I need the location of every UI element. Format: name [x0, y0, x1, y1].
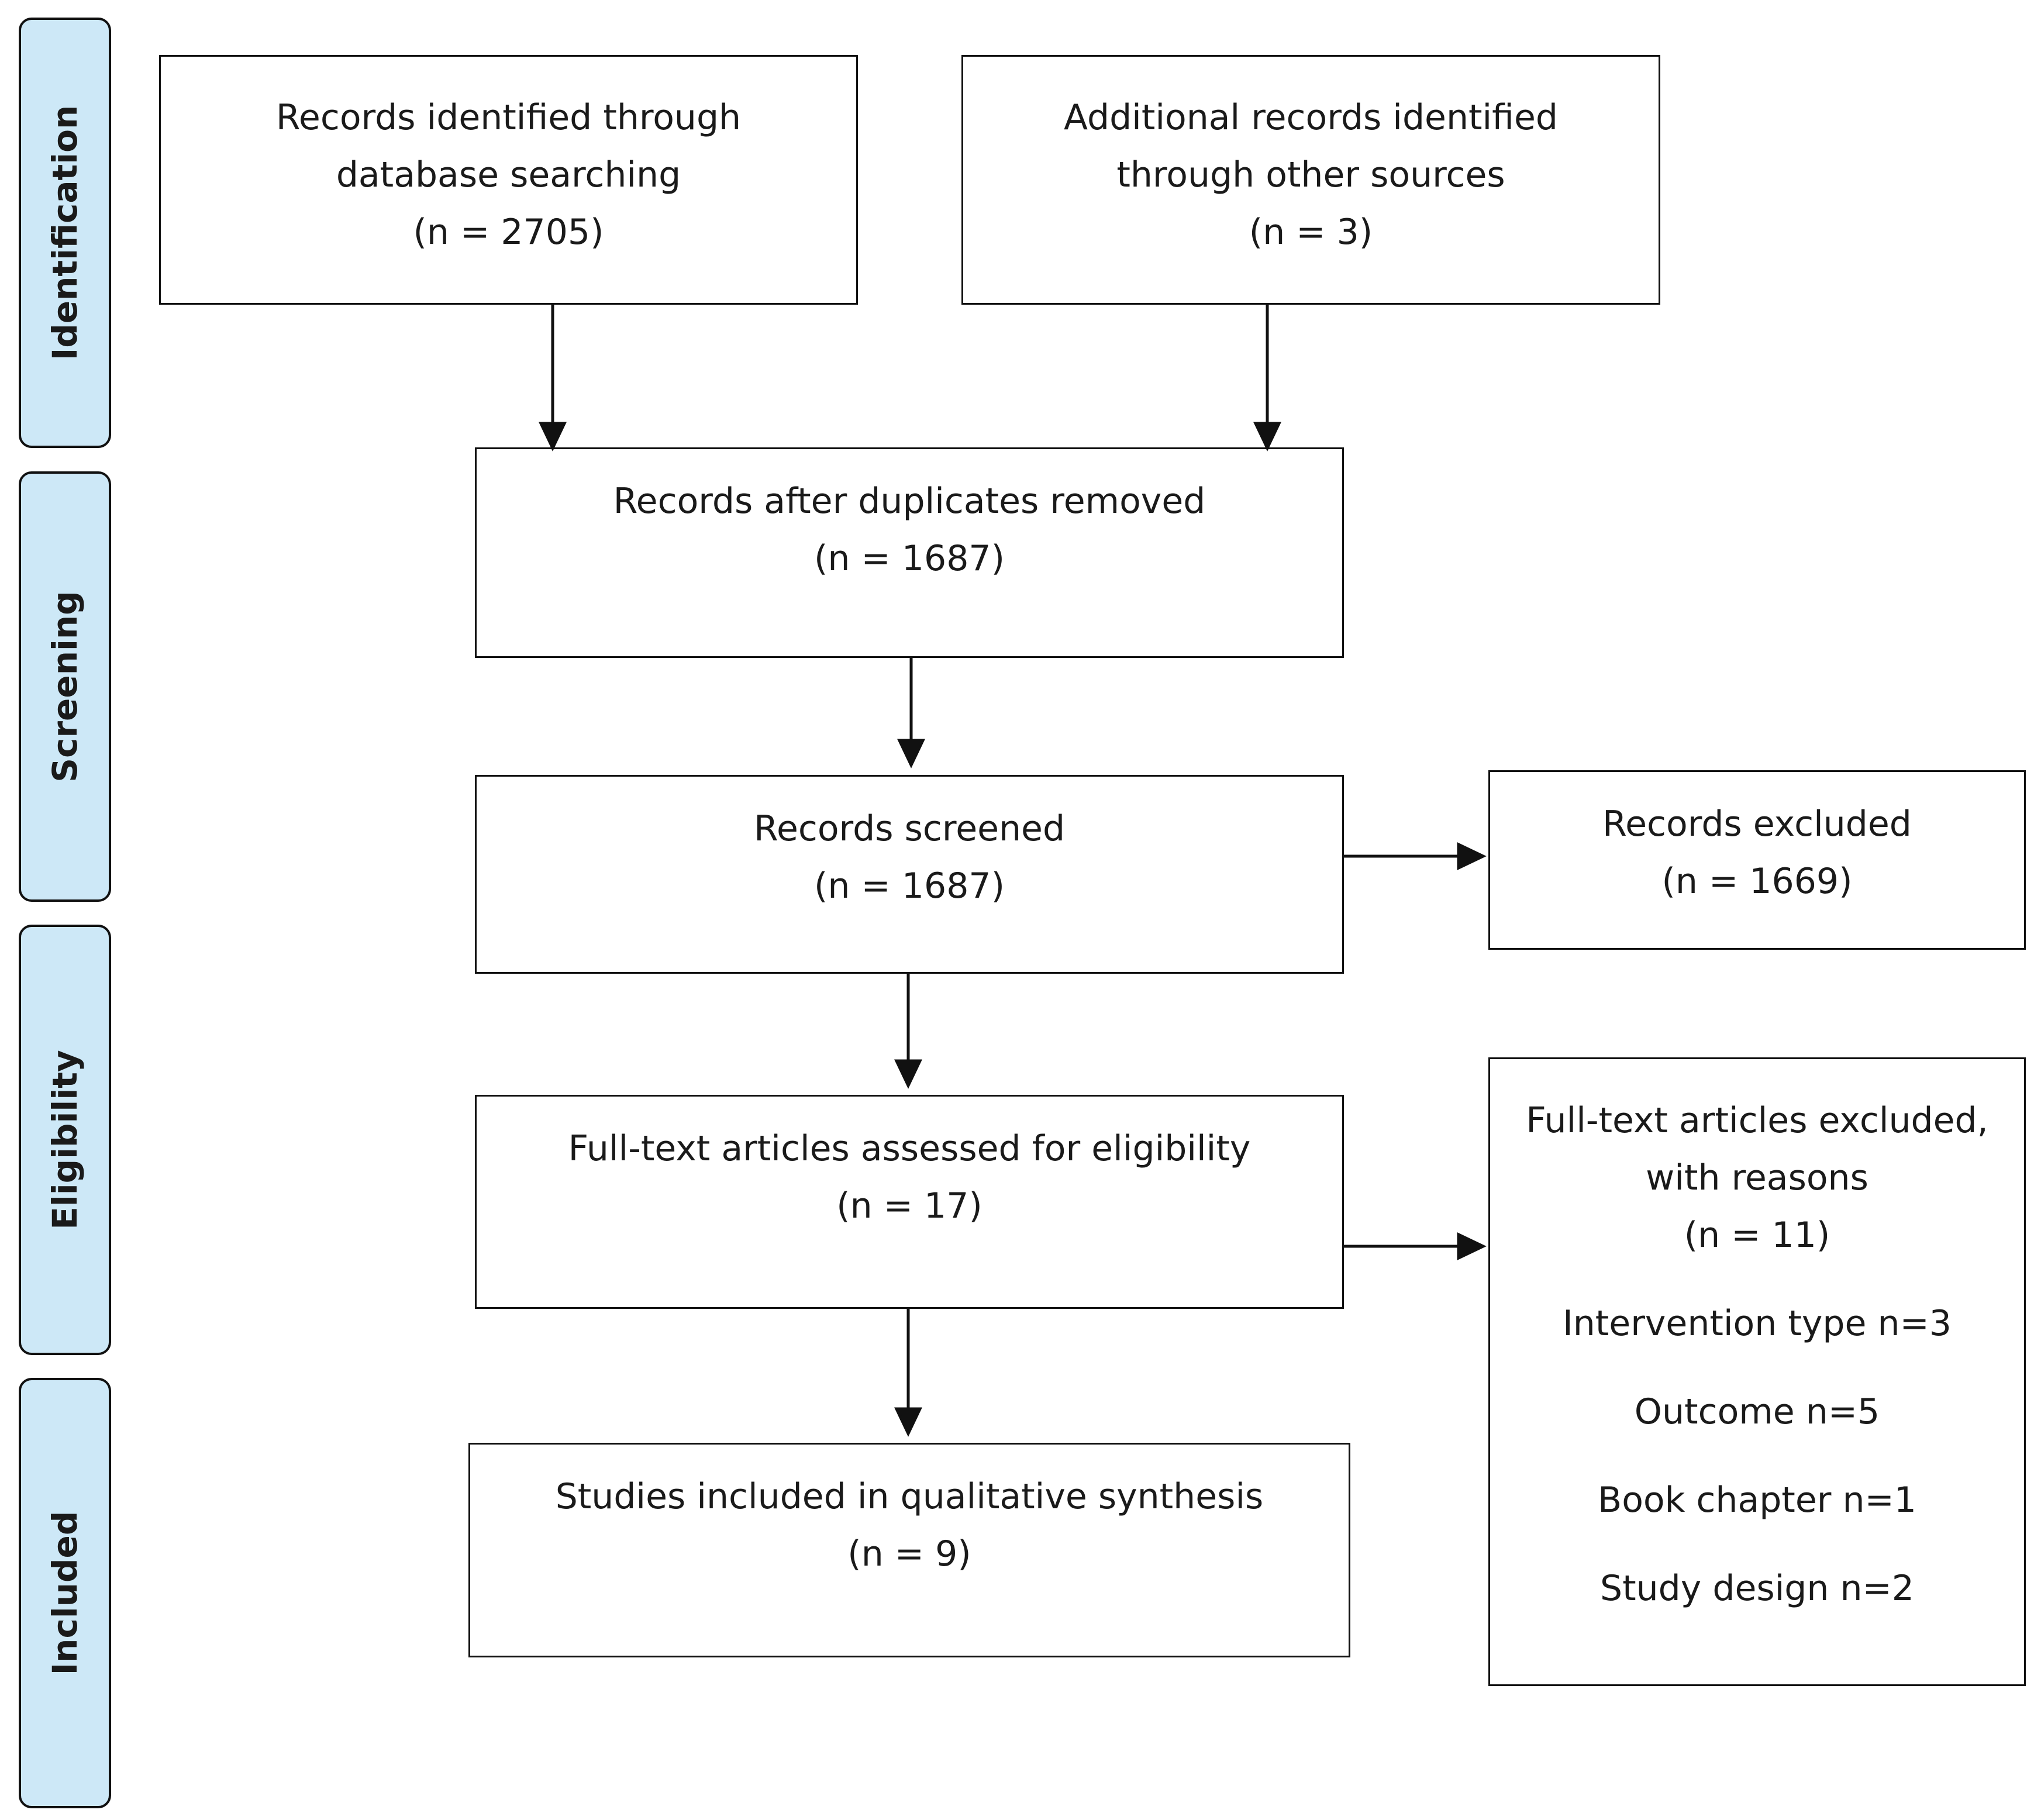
full-text-excluded-line2: with reasons — [1646, 1157, 1868, 1198]
phase-screening: Screening — [19, 471, 111, 902]
after-duplicates-box: Records after duplicates removed (n = 16… — [475, 447, 1344, 658]
database-records-box: Records identified through database sear… — [159, 55, 858, 305]
included-studies-line1: Studies included in qualitative synthesi… — [555, 1476, 1264, 1517]
full-text-assessed-count: (n = 17) — [836, 1185, 982, 1226]
full-text-assessed-line1: Full-text articles assessed for eligibil… — [568, 1128, 1251, 1169]
phase-included: Included — [19, 1378, 111, 1808]
full-text-assessed-box: Full-text articles assessed for eligibil… — [475, 1095, 1344, 1309]
database-records-count: (n = 2705) — [413, 212, 604, 253]
exclusion-reason: Intervention type n=3 — [1563, 1303, 1952, 1344]
exclusion-reason: Outcome n=5 — [1634, 1391, 1880, 1432]
other-records-line2: through other sources — [1116, 154, 1505, 195]
prisma-flow-diagram: Identification Screening Eligibility Inc… — [4, 4, 2031, 1816]
database-records-line2: database searching — [336, 154, 681, 195]
phase-identification: Identification — [19, 18, 111, 448]
after-duplicates-count: (n = 1687) — [814, 538, 1005, 579]
exclusion-reason: Book chapter n=1 — [1598, 1480, 1916, 1521]
database-records-line1: Records identified through — [275, 97, 742, 138]
after-duplicates-line1: Records after duplicates removed — [613, 481, 1206, 522]
full-text-excluded-line1: Full-text articles excluded, — [1526, 1100, 1988, 1141]
exclusion-reason: Study design n=2 — [1600, 1568, 1914, 1609]
included-studies-count: (n = 9) — [847, 1533, 971, 1574]
excluded-count: (n = 1669) — [1661, 861, 1853, 902]
excluded-box: Records excluded (n = 1669) — [1488, 770, 2026, 950]
screened-line1: Records screened — [753, 808, 1066, 849]
excluded-line1: Records excluded — [1602, 804, 1912, 844]
other-records-count: (n = 3) — [1249, 212, 1373, 253]
phase-eligibility: Eligibility — [19, 925, 111, 1355]
screened-count: (n = 1687) — [814, 866, 1005, 906]
included-studies-box: Studies included in qualitative synthesi… — [468, 1443, 1350, 1657]
other-records-line1: Additional records identified — [1064, 97, 1558, 138]
connector-arrows — [539, 305, 1487, 1437]
full-text-excluded-count: (n = 11) — [1684, 1215, 1830, 1256]
other-records-box: Additional records identified through ot… — [961, 55, 1660, 305]
screened-box: Records screened (n = 1687) — [475, 775, 1344, 974]
full-text-excluded-box: Full-text articles excluded, with reason… — [1488, 1057, 2026, 1686]
